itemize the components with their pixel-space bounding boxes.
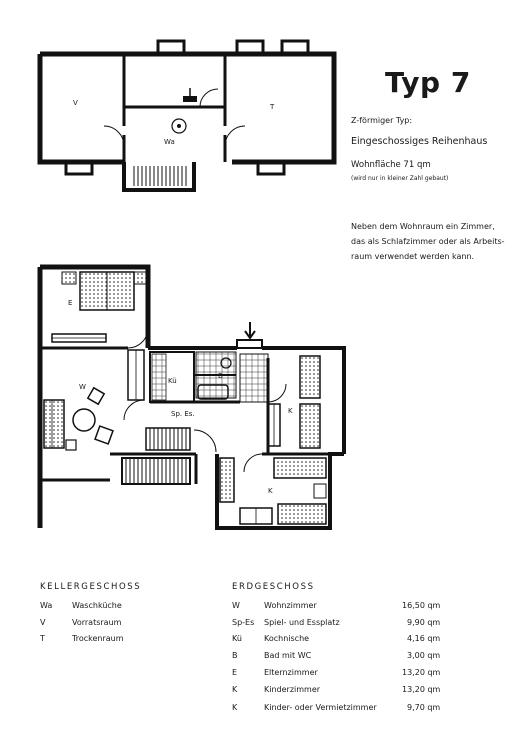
legend-area: 13,20 qm xyxy=(402,685,441,694)
room-label-eltern: E xyxy=(68,299,73,307)
legend-code: W xyxy=(232,601,240,610)
ground-plan xyxy=(37,264,346,530)
basement-legend-heading: KELLERGESCHOSS xyxy=(40,582,142,592)
legend-name: Bad mit WC xyxy=(264,651,312,660)
room-label-kueche: Kü xyxy=(168,377,177,385)
description: Neben dem Wohnraum ein Zimmer, das als S… xyxy=(351,219,506,264)
legend-name: Kochnische xyxy=(264,634,310,643)
legend-code: T xyxy=(40,634,45,643)
legend-name: Wohnzimmer xyxy=(264,601,317,610)
room-label-wasch: Wa xyxy=(164,138,175,146)
legend-code: K xyxy=(232,703,238,712)
basement-plan xyxy=(37,39,337,192)
room-label-wohn: W xyxy=(79,383,86,391)
description-line: das als Schlafzimmer oder als Arbeits- xyxy=(351,237,505,246)
description-line: raum verwendet werden kann. xyxy=(351,252,475,261)
legend-name: Elternzimmer xyxy=(264,668,318,677)
legend-code: Wa xyxy=(40,601,53,610)
room-label-trocken: T xyxy=(270,103,275,111)
living-area: Wohnfläche 71 qm xyxy=(351,160,431,170)
legend-code: Sp-Es xyxy=(232,618,255,627)
legend-code: B xyxy=(232,651,238,660)
legend-name: Spiel- und Essplatz xyxy=(264,618,340,627)
legend-name: Kinderzimmer xyxy=(264,685,321,694)
legend-name: Waschküche xyxy=(72,601,122,610)
legend-code: K xyxy=(232,685,238,694)
room-label-kinder1: K xyxy=(288,407,293,415)
room-label-bad: B xyxy=(218,372,223,380)
ground-legend-heading: ERDGESCHOSS xyxy=(232,582,315,592)
legend-code: V xyxy=(40,618,46,627)
legend-area: 3,00 qm xyxy=(407,651,441,660)
legend-area: 13,20 qm xyxy=(402,668,441,677)
room-label-kinder2: K xyxy=(268,487,273,495)
room-label-spiel: Sp. Es. xyxy=(171,410,195,418)
legend-name: Vorratsraum xyxy=(72,618,122,627)
legend-name: Trockenraum xyxy=(72,634,124,643)
legend-code: E xyxy=(232,668,238,677)
legend-area: 4,16 qm xyxy=(407,634,441,643)
description-line: Neben dem Wohnraum ein Zimmer, xyxy=(351,222,495,231)
room-label-vorrat: V xyxy=(73,99,78,107)
page-title: Typ 7 xyxy=(385,66,471,99)
legend-code: Kü xyxy=(232,634,242,643)
legend-area: 16,50 qm xyxy=(402,601,441,610)
legend-area: 9,70 qm xyxy=(407,703,441,712)
legend-name: Kinder- oder Vermietzimmer xyxy=(264,703,377,712)
legend-area: 9,90 qm xyxy=(407,618,441,627)
type-line: Z-förmiger Typ: xyxy=(351,116,413,125)
house-type: Eingeschossiges Reihenhaus xyxy=(351,136,488,147)
note: (wird nur in kleiner Zahl gebaut) xyxy=(351,175,449,182)
